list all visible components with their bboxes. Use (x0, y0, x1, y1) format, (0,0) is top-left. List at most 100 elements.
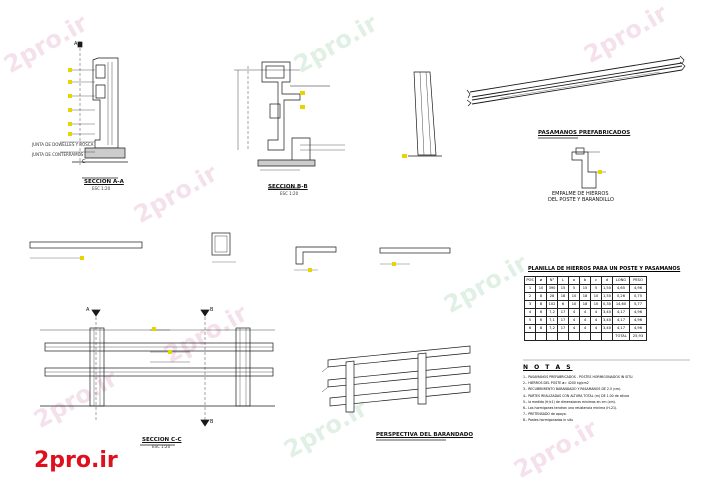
table-cell: 18 (579, 292, 591, 301)
section-bb-drawing (234, 61, 345, 189)
notes-heading: N O T A S (523, 364, 573, 371)
table-cell: 4,65 (612, 284, 630, 293)
note-item: 4.- PARTES REALIZADAS CON ALTURA TOTAL (… (523, 393, 630, 398)
note-item: 6.- Los hormigones tendran una resistenc… (523, 406, 618, 411)
table-cell: 4 (590, 316, 602, 325)
table-cell: 17 (557, 316, 569, 325)
table-cell: 10 (568, 300, 580, 309)
table-cell: 10 (590, 300, 602, 309)
prefab-rails-title: PASAMANOS PREFABRICADOS (538, 130, 631, 136)
table-cell: d (601, 276, 613, 285)
table-cell: 6 (524, 324, 536, 333)
note-item: 7.- PRETENSADO de apoyo. (523, 412, 567, 417)
table-cell: 4,17 (612, 308, 630, 317)
table-cell: 28 (546, 292, 558, 301)
table-cell (579, 332, 591, 341)
table-cell: 6 (535, 316, 547, 325)
table-cell: 4,96 (629, 324, 647, 333)
table-cell: 5,77 (629, 300, 647, 309)
section-aa-title: SECCION A-A (84, 179, 124, 185)
table-cell: 4 (579, 324, 591, 333)
table-cell: 6 (557, 300, 569, 309)
note-item: 8.- Postes hormigonados in situ (523, 418, 574, 423)
table-cell: 7,1 (546, 316, 558, 325)
post-joint-caption-2: DEL POSTE Y BARANDILLO (548, 197, 614, 203)
notes-block: N O T A S 1.- PASAMANOS PREFABRICADOS - … (523, 364, 673, 424)
table-cell: 18 (557, 292, 569, 301)
table-cell: 8 (535, 292, 547, 301)
table-cell: 2 (524, 292, 536, 301)
table-cell: 4 (568, 324, 580, 333)
table-cell: 4 (568, 316, 580, 325)
table-cell: 10 (590, 292, 602, 301)
table-cell: 5 (524, 316, 536, 325)
section-cc-title: SECCION C-C (142, 437, 182, 443)
table-cell: 8 (535, 300, 547, 309)
table-cell: 14,60 (612, 300, 630, 309)
table-cell: 3 (524, 300, 536, 309)
table-cell: 15 (579, 284, 591, 293)
table-cell: 6 (535, 308, 547, 317)
brand-logo-text: 2pro.ir (34, 448, 118, 473)
note-item: 3.- RECUBRIMIENTO BARANDADO Y PASAMANOS … (523, 387, 622, 392)
marker-a-cc: A (86, 307, 90, 313)
table-cell: 3,40 (601, 316, 613, 325)
table-cell: 1,50 (601, 292, 613, 301)
joint-label-2: JUNTA DE CONTERRAMOS (32, 152, 84, 157)
marker-a: A (74, 41, 78, 47)
table-cell: POS (524, 276, 536, 285)
table-cell: 1,50 (601, 284, 613, 293)
table-cell: 4,96 (629, 284, 647, 293)
table-cell: 4 (579, 308, 591, 317)
table-cell (590, 332, 602, 341)
table-cell: 15 (557, 284, 569, 293)
table-cell: 4 (590, 324, 602, 333)
marker-b-cc: B (210, 307, 214, 313)
table-cell: b (579, 276, 591, 285)
table-cell: 4 (590, 308, 602, 317)
section-aa-scale: ESC 1:20 (92, 186, 111, 191)
table-cell: 4,96 (629, 308, 647, 317)
table-cell: 3,40 (601, 324, 613, 333)
prefab-rails-drawing (466, 55, 686, 189)
table-cell: LONG (612, 276, 630, 285)
table-cell: 4,96 (629, 316, 647, 325)
post-elevation-drawing (402, 71, 442, 158)
table-cell: 0,75 (629, 292, 647, 301)
table-cell: 5 (590, 284, 602, 293)
table-cell: 3,40 (601, 308, 613, 317)
table-cell (524, 332, 536, 341)
table-cell: 10 (568, 292, 580, 301)
table-cell: L (557, 276, 569, 285)
table-cell (601, 332, 613, 341)
rebar-table-title: PLANILLA DE HIERROS PARA UN POSTE Y PASA… (528, 266, 681, 272)
table-cell: ø (535, 276, 547, 285)
table-cell: 4 (568, 308, 580, 317)
table-cell: 4 (524, 308, 536, 317)
table-cell: 5 (568, 284, 580, 293)
table-cell: 0,26 (612, 292, 630, 301)
section-cc-drawing (40, 309, 275, 446)
note-item: 2.- HIERROS DEL POSTE ø= 4200 kg/cm2 (523, 381, 589, 386)
table-cell: 390 (546, 284, 558, 293)
post-joint-caption-1: EMPALME DE HIERROS (552, 191, 609, 197)
table-cell (557, 332, 569, 341)
note-item: 1.- PASAMANOS PREFABRICADOS - POSTES HOR… (523, 375, 634, 379)
table-cell: 25,93 (629, 332, 647, 341)
table-cell: 4,17 (612, 316, 630, 325)
table-cell: 7,2 (546, 308, 558, 317)
perspective-drawing (321, 345, 471, 441)
table-cell (568, 332, 580, 341)
section-cc-scale: ESC 1:20 (152, 444, 171, 449)
section-bb-title: SECCION B-B (268, 184, 308, 190)
bar-details-row (29, 232, 451, 272)
section-bb-scale: ESC 1:20 (280, 191, 299, 196)
